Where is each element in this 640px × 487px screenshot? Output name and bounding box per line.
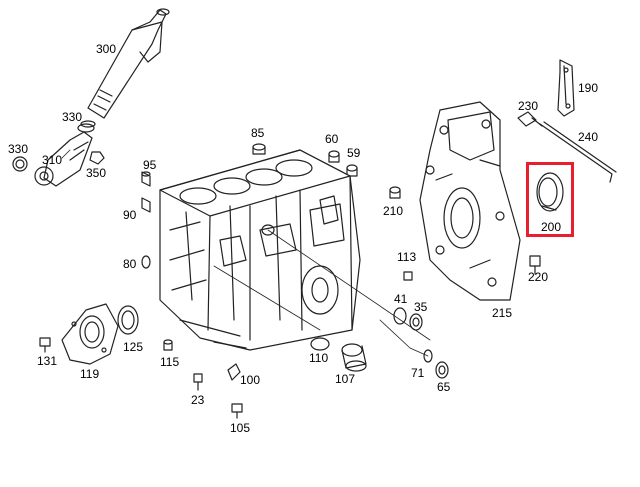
plug-59[interactable]: [346, 164, 358, 177]
housing-cover-215: [419, 101, 521, 301]
callout-240[interactable]: 240: [578, 130, 599, 144]
callout-119[interactable]: 119: [80, 367, 100, 381]
sleeve-107[interactable]: [341, 343, 367, 372]
callout-131[interactable]: 131: [37, 354, 58, 368]
callout-41[interactable]: 41: [394, 292, 408, 306]
clip-100[interactable]: [227, 363, 241, 381]
callout-110[interactable]: 110: [309, 351, 329, 365]
leader-line: [267, 229, 431, 341]
callout-80[interactable]: 80: [123, 257, 137, 271]
bolt-220[interactable]: [529, 255, 541, 275]
callout-115[interactable]: 115: [160, 355, 180, 369]
seal-ring-71[interactable]: [423, 349, 433, 363]
plug-65[interactable]: [435, 361, 449, 379]
callout-215[interactable]: 215: [492, 306, 513, 320]
bracket-190[interactable]: [557, 59, 575, 117]
callout-105[interactable]: 105: [230, 421, 251, 435]
callout-65[interactable]: 65: [437, 380, 451, 394]
dowel-113[interactable]: [403, 271, 413, 281]
callout-220[interactable]: 220: [528, 270, 549, 284]
leader-line: [379, 319, 429, 357]
callout-23[interactable]: 23: [191, 393, 205, 407]
bolt-105[interactable]: [231, 403, 243, 419]
pin-95[interactable]: [141, 171, 151, 187]
rod-240[interactable]: [539, 121, 617, 183]
callout-95[interactable]: 95: [143, 158, 157, 172]
callout-100[interactable]: 100: [240, 373, 261, 387]
sleeve-115[interactable]: [163, 339, 173, 351]
engine-block: [159, 149, 361, 351]
plug-80[interactable]: [141, 255, 151, 269]
callout-350[interactable]: 350: [86, 166, 107, 180]
highlight-box: [526, 162, 574, 237]
plug-60[interactable]: [328, 150, 340, 163]
leader-line: [61, 149, 71, 159]
bolt-23[interactable]: [193, 373, 203, 391]
callout-107[interactable]: 107: [335, 372, 356, 386]
seal-ring-110[interactable]: [310, 337, 330, 351]
callout-85[interactable]: 85: [251, 126, 265, 140]
callout-230[interactable]: 230: [518, 99, 539, 113]
callout-310[interactable]: 310: [42, 153, 63, 167]
callout-59[interactable]: 59: [347, 146, 361, 160]
callout-330[interactable]: 330: [62, 110, 83, 124]
seal-ring-125[interactable]: [117, 305, 139, 335]
coolant-pipe-300[interactable]: [87, 8, 170, 119]
callout-71[interactable]: 71: [411, 366, 425, 380]
cover-119[interactable]: [61, 303, 119, 365]
nut-35[interactable]: [409, 313, 423, 331]
callout-60[interactable]: 60: [325, 132, 339, 146]
callout-90[interactable]: 90: [123, 208, 137, 222]
leader-line: [213, 265, 321, 331]
callout-190[interactable]: 190: [578, 81, 599, 95]
hose-connector-group[interactable]: [34, 120, 105, 187]
bolt-131[interactable]: [39, 337, 51, 353]
callout-35[interactable]: 35: [414, 300, 428, 314]
callout-300[interactable]: 300: [96, 42, 117, 56]
callout-330[interactable]: 330: [8, 142, 29, 156]
plug-85[interactable]: [252, 143, 266, 155]
callout-210[interactable]: 210: [383, 204, 404, 218]
callout-200[interactable]: 200: [541, 220, 562, 234]
seal-ring-41[interactable]: [393, 307, 407, 325]
plug-210[interactable]: [389, 186, 401, 199]
bolt-230[interactable]: [517, 111, 543, 127]
seal-ring-330[interactable]: [12, 156, 28, 172]
callout-113[interactable]: 113: [397, 250, 417, 264]
callout-125[interactable]: 125: [123, 340, 144, 354]
seal-ring-200[interactable]: [536, 172, 564, 212]
dowel-90[interactable]: [141, 197, 151, 213]
